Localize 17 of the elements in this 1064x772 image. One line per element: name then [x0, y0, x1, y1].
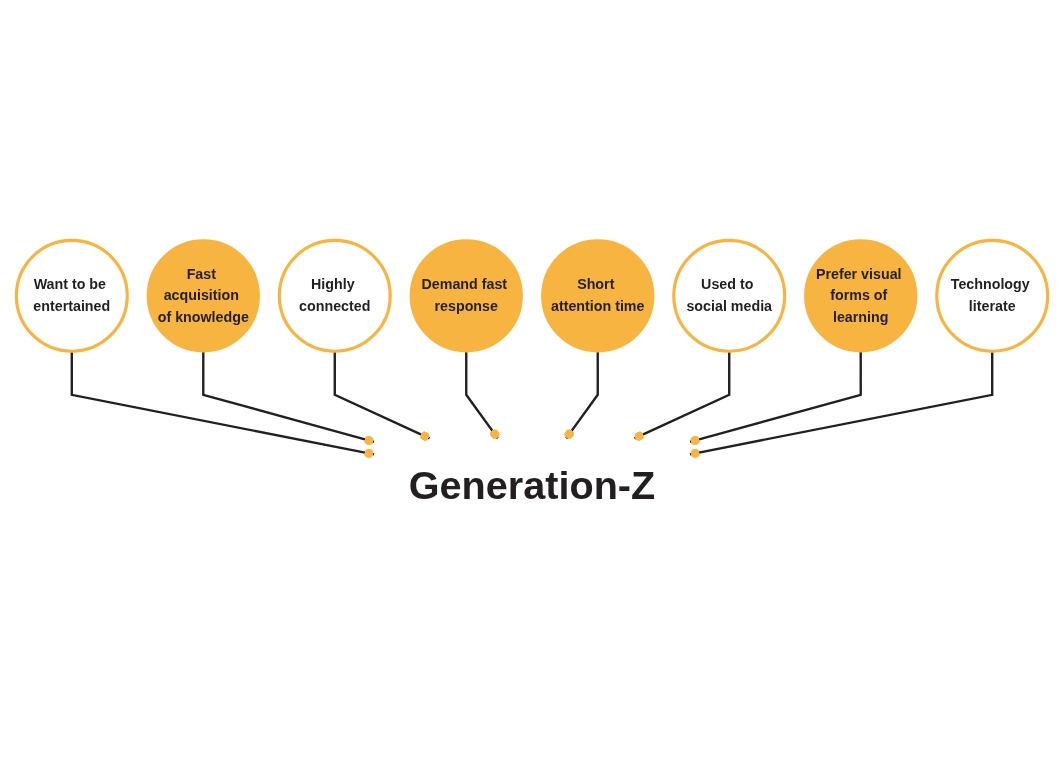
node-circle: Technology literate	[935, 238, 1050, 353]
node-circle: Highly connected	[277, 238, 392, 353]
node-circle: Demand fast response	[409, 238, 523, 352]
connector	[202, 350, 375, 445]
node-text: Generation-Z	[408, 462, 656, 507]
node-circle: Fast acquisition of knowledge	[146, 238, 260, 352]
connector	[564, 350, 599, 439]
connector	[689, 350, 862, 445]
connector	[689, 350, 994, 458]
connector	[465, 350, 500, 439]
node-circle: Used to social media	[672, 238, 787, 353]
node-circle: Prefer visual forms of learning	[804, 238, 918, 352]
connector	[70, 350, 375, 458]
connector	[634, 350, 731, 441]
connector	[333, 350, 430, 441]
node-circle: Short attention time	[541, 238, 655, 352]
node-circle: Want to be entertained	[14, 238, 129, 353]
